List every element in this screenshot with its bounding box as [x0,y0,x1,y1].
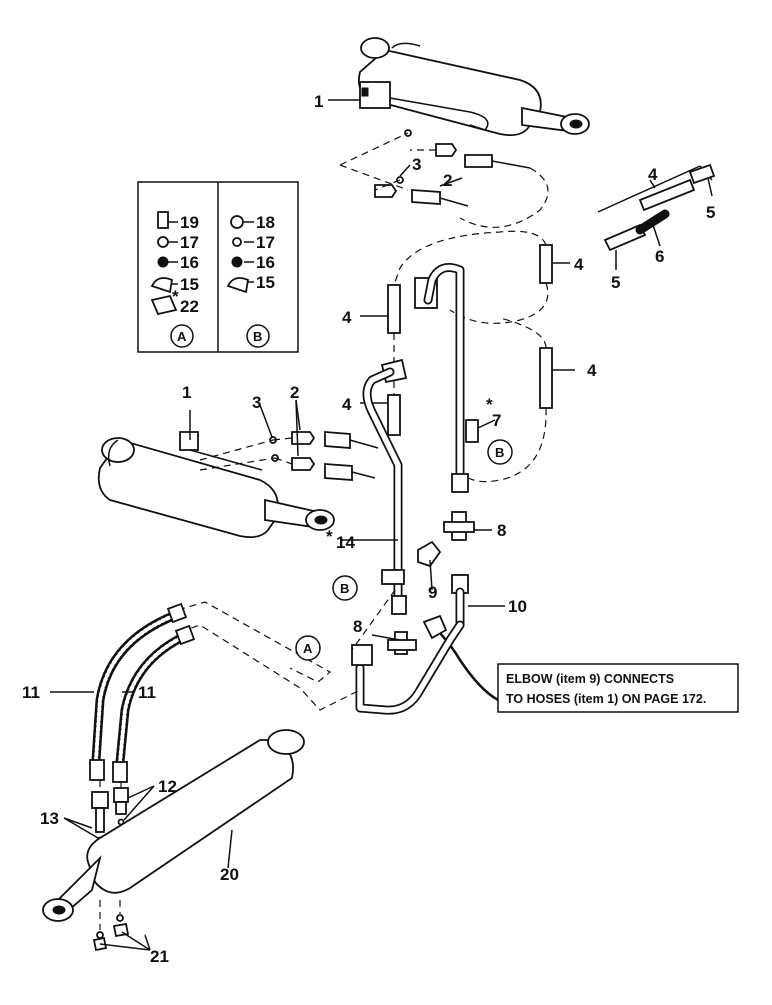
lower-dash-route [177,589,396,711]
callout-12: 12 [158,777,177,796]
marker-b-upper: B [495,445,504,460]
inset-a-22: 22 [180,297,199,316]
callout-labels: 1 2 3 4 5 6 5 4 4 4 4 1 2 3 * 7 8 * 14 9… [22,92,715,966]
hardware-inset [137,181,299,353]
inset-b-18: 18 [256,213,275,232]
callout-13: 13 [40,809,59,828]
callout-2-top: 2 [443,171,452,190]
inset-b-17: 17 [256,233,275,252]
callout-4-d: 4 [342,395,352,414]
callout-4-b: 4 [342,308,352,327]
callout-20: 20 [220,865,239,884]
inset-b-15: 15 [256,273,275,292]
callout-1-mid: 1 [182,383,191,402]
middle-cylinder [97,410,335,539]
inset-labels: 19 17 16 15 * 22 18 17 16 15 A B [172,213,275,344]
callout-3-top: 3 [412,155,421,174]
inset-label-b: B [253,329,262,344]
bottom-cylinder [42,729,305,952]
hoses-11 [50,602,196,783]
top-fittings [339,129,549,228]
inset-a-16: 16 [180,253,199,272]
note-line-2: TO HOSES (item 1) ON PAGE 172. [506,692,706,706]
tube-14 [340,358,408,615]
inset-label-a: A [177,329,187,344]
callout-4-kit: 4 [648,165,658,184]
callout-11-a: 11 [22,683,40,702]
callout-4-c: 4 [587,361,597,380]
callout-6: 6 [655,247,664,266]
callout-1-top: 1 [314,92,323,111]
asterisk-7: * [486,395,493,414]
callout-14: 14 [336,533,355,552]
inset-a-19: 19 [180,213,199,232]
inset-asterisk-22: * [172,287,179,306]
marker-labels: B B A [303,445,504,656]
callout-8-b: 8 [353,617,362,636]
callout-11-b: 11 [138,683,156,702]
asterisk-14: * [326,527,333,546]
callout-7: 7 [492,411,501,430]
callout-8-a: 8 [497,521,506,540]
callout-21: 21 [150,947,169,966]
callout-10: 10 [508,597,527,616]
item4-fittings [360,230,575,483]
marker-a-lower: A [303,641,313,656]
callout-2-mid: 2 [290,383,299,402]
lower-tube [351,614,465,715]
inset-b-16: 16 [256,253,275,272]
note-line-1: ELBOW (item 9) CONNECTS [506,672,674,686]
marker-b-lower: B [340,581,349,596]
callout-4-a: 4 [574,255,584,274]
callout-5-b: 5 [706,203,715,222]
marker-circles [295,439,513,661]
middle-fittings [199,399,379,481]
top-cylinder [328,37,590,137]
callout-3-mid: 3 [252,393,261,412]
callout-5-a: 5 [611,273,620,292]
inset-a-17: 17 [180,233,199,252]
tube-7 [414,263,496,493]
note-box [497,663,739,713]
hose-kit [597,163,716,270]
tee-and-hose-10 [417,511,505,702]
inset-a-15: 15 [180,275,199,294]
note-text: ELBOW (item 9) CONNECTS TO HOSES (item 1… [506,672,706,706]
callout-9: 9 [428,583,437,602]
